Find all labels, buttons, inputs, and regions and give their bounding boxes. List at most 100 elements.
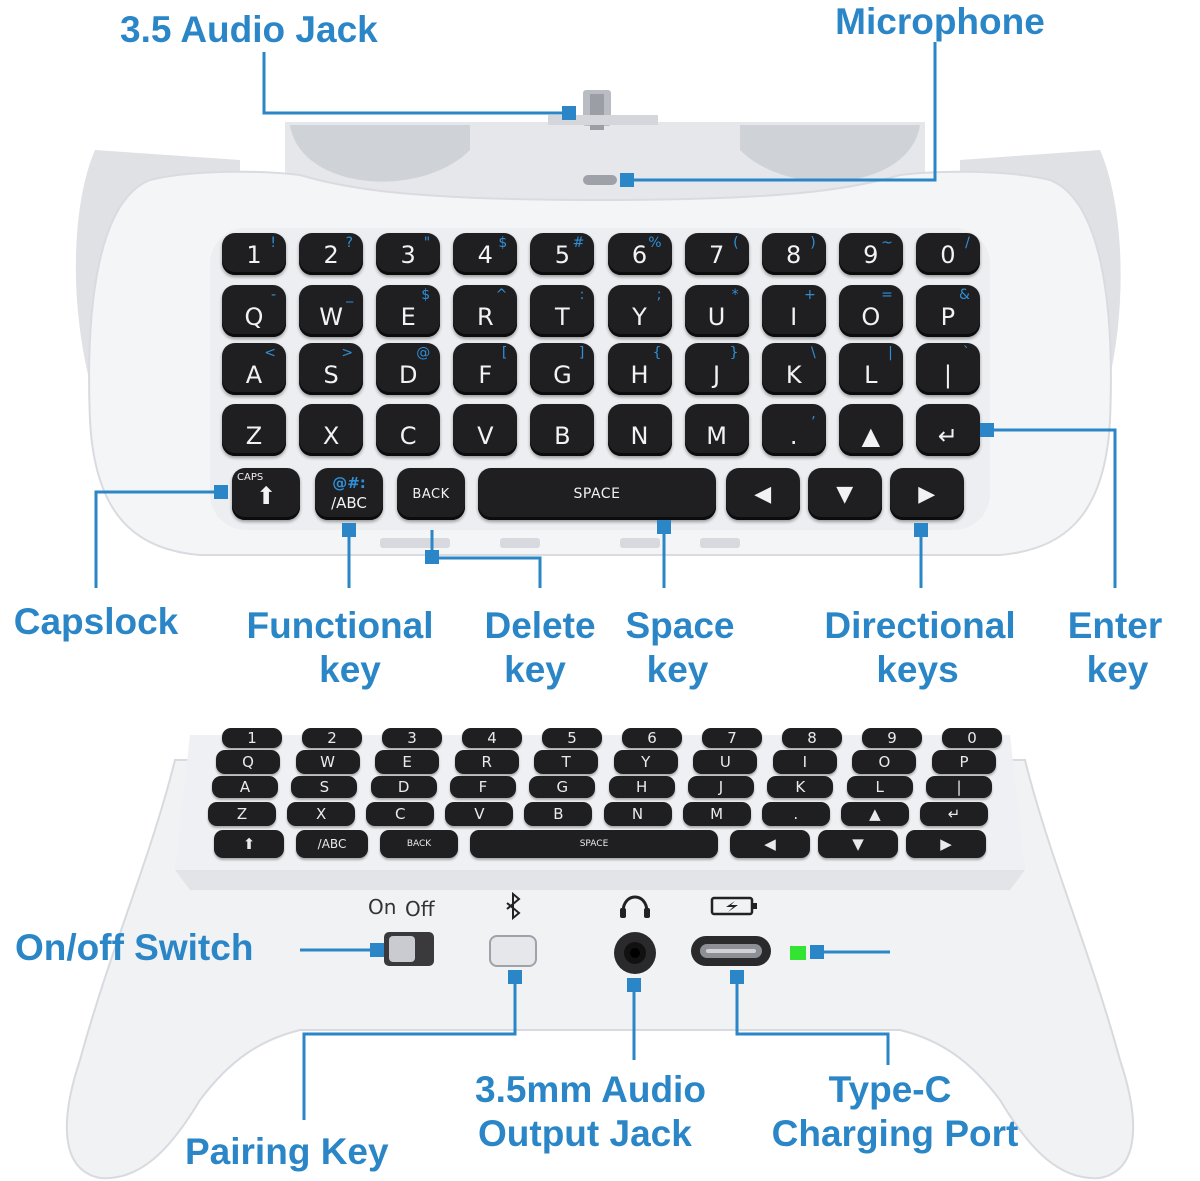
key-row_a-9[interactable]: |` bbox=[915, 343, 980, 395]
bottom-key-row_a-9[interactable]: | bbox=[926, 776, 992, 798]
key-row_a-6[interactable]: J} bbox=[684, 343, 749, 395]
bottom-key-row_numbers-6[interactable]: 7 bbox=[702, 728, 762, 748]
bottom-key-row_z-1[interactable]: X bbox=[287, 802, 356, 826]
key-row_a-4[interactable]: G] bbox=[530, 343, 595, 395]
left-arrow-key[interactable]: ◀ bbox=[726, 468, 800, 520]
key-row_q-1[interactable]: W_ bbox=[299, 285, 364, 337]
caps-key[interactable]: CAPS ⬆ bbox=[232, 468, 300, 520]
bottom-right-arrow-key[interactable]: ▶ bbox=[906, 830, 986, 858]
bottom-key-row_numbers-9[interactable]: 0 bbox=[942, 728, 1002, 748]
bottom-key-row_numbers-3[interactable]: 4 bbox=[462, 728, 522, 748]
bottom-key-row_numbers-7[interactable]: 8 bbox=[782, 728, 842, 748]
bottom-key-row_numbers-1[interactable]: 2 bbox=[302, 728, 362, 748]
key-row_z-9[interactable]: ↵ bbox=[915, 404, 980, 456]
bottom-key-row_q-9[interactable]: P bbox=[932, 750, 996, 774]
key-row_q-2[interactable]: E$ bbox=[376, 285, 441, 337]
key-row_numbers-9[interactable]: 0/ bbox=[915, 233, 980, 275]
bottom-key-row_a-7[interactable]: K bbox=[767, 776, 834, 798]
bottom-key-row_z-3[interactable]: V bbox=[445, 802, 514, 826]
key-row_a-5[interactable]: H{ bbox=[607, 343, 672, 395]
key-row_numbers-6[interactable]: 7( bbox=[684, 233, 749, 275]
key-row_numbers-3[interactable]: 4$ bbox=[453, 233, 518, 275]
bottom-key-row_numbers-4[interactable]: 5 bbox=[542, 728, 602, 748]
key-row_numbers-0[interactable]: 1! bbox=[222, 233, 286, 275]
bluetooth-icon bbox=[506, 891, 521, 921]
key-row_z-0[interactable]: Z bbox=[222, 404, 286, 456]
key-row_q-0[interactable]: Q- bbox=[222, 285, 286, 337]
label-audio-output-2: Output Jack bbox=[478, 1113, 692, 1154]
right-arrow-icon: ▶ bbox=[918, 481, 936, 507]
key-row_a-1[interactable]: S> bbox=[299, 343, 364, 395]
key-row_z-8[interactable]: ▲ bbox=[838, 404, 903, 456]
key-row_z-5[interactable]: N bbox=[607, 404, 672, 456]
bottom-key-label: P bbox=[959, 753, 969, 771]
bottom-key-row_a-4[interactable]: G bbox=[529, 776, 596, 798]
bottom-down-arrow-key[interactable]: ▼ bbox=[818, 830, 898, 858]
key-row_q-7[interactable]: I+ bbox=[761, 285, 826, 337]
bottom-back-key[interactable]: BACK bbox=[380, 830, 458, 858]
bottom-key-row_a-0[interactable]: A bbox=[212, 776, 278, 798]
key-row_q-8[interactable]: O= bbox=[838, 285, 903, 337]
space-key[interactable]: SPACE bbox=[478, 468, 716, 520]
bottom-caps-key[interactable]: ⬆ bbox=[214, 830, 284, 858]
bottom-key-row_a-6[interactable]: J bbox=[688, 776, 754, 798]
bottom-space-key[interactable]: SPACE bbox=[470, 830, 718, 858]
bottom-key-row_q-8[interactable]: O bbox=[852, 750, 917, 774]
key-row_a-3[interactable]: F[ bbox=[453, 343, 518, 395]
key-row_q-4[interactable]: T: bbox=[530, 285, 595, 337]
bottom-key-row_q-3[interactable]: R bbox=[454, 750, 519, 774]
bottom-key-row_a-8[interactable]: L bbox=[846, 776, 913, 798]
key-row_a-0[interactable]: A< bbox=[222, 343, 286, 395]
bottom-key-row_q-4[interactable]: T bbox=[534, 750, 599, 774]
bottom-key-row_z-9[interactable]: ↵ bbox=[920, 802, 988, 826]
bottom-key-row_q-2[interactable]: E bbox=[375, 750, 440, 774]
key-row_numbers-8[interactable]: 9~ bbox=[838, 233, 903, 275]
key-row_numbers-5[interactable]: 6% bbox=[607, 233, 672, 275]
key-row_q-5[interactable]: Y; bbox=[607, 285, 672, 337]
bottom-key-label: Q bbox=[242, 753, 254, 771]
bottom-key-row_q-6[interactable]: U bbox=[693, 750, 758, 774]
key-row_a-8[interactable]: L| bbox=[838, 343, 903, 395]
bottom-key-row_z-0[interactable]: Z bbox=[208, 802, 276, 826]
bottom-key-row_z-5[interactable]: N bbox=[603, 802, 672, 826]
right-arrow-key[interactable]: ▶ bbox=[890, 468, 964, 520]
bottom-key-row_numbers-8[interactable]: 9 bbox=[862, 728, 922, 748]
key-row_z-7[interactable]: ., bbox=[761, 404, 826, 456]
key-row_q-3[interactable]: R^ bbox=[453, 285, 518, 337]
key-row_numbers-2[interactable]: 3" bbox=[376, 233, 441, 275]
bottom-key-row_q-1[interactable]: W bbox=[295, 750, 360, 774]
bottom-key-row_z-2[interactable]: C bbox=[366, 802, 435, 826]
key-row_numbers-4[interactable]: 5# bbox=[530, 233, 595, 275]
function-key[interactable]: @#: /ABC bbox=[315, 468, 383, 520]
bottom-key-row_z-7[interactable]: . bbox=[761, 802, 830, 826]
key-row_q-9[interactable]: P& bbox=[915, 285, 980, 337]
back-key[interactable]: BACK bbox=[397, 468, 465, 520]
key-row_z-2[interactable]: C bbox=[376, 404, 441, 456]
bottom-function-key[interactable]: /ABC bbox=[296, 830, 368, 858]
bottom-key-row_a-5[interactable]: H bbox=[608, 776, 675, 798]
caps-label: CAPS bbox=[237, 472, 264, 483]
key-row_z-1[interactable]: X bbox=[299, 404, 364, 456]
down-arrow-key[interactable]: ▼ bbox=[808, 468, 882, 520]
bottom-left-arrow-key[interactable]: ◀ bbox=[730, 830, 810, 858]
bottom-key-row_a-1[interactable]: S bbox=[291, 776, 358, 798]
key-row_a-7[interactable]: K\ bbox=[761, 343, 826, 395]
bottom-key-row_q-5[interactable]: Y bbox=[613, 750, 678, 774]
key-row_z-6[interactable]: M bbox=[684, 404, 749, 456]
key-row_numbers-1[interactable]: 2? bbox=[299, 233, 364, 275]
bottom-key-row_q-0[interactable]: Q bbox=[216, 750, 280, 774]
bottom-key-row_a-2[interactable]: D bbox=[370, 776, 437, 798]
bottom-key-row_q-7[interactable]: I bbox=[772, 750, 837, 774]
key-row_z-4[interactable]: B bbox=[530, 404, 595, 456]
key-row_q-6[interactable]: U* bbox=[684, 285, 749, 337]
bottom-key-row_z-4[interactable]: B bbox=[524, 802, 593, 826]
key-row_a-2[interactable]: D@ bbox=[376, 343, 441, 395]
bottom-key-row_numbers-2[interactable]: 3 bbox=[382, 728, 442, 748]
bottom-key-row_numbers-0[interactable]: 1 bbox=[222, 728, 282, 748]
key-row_numbers-7[interactable]: 8) bbox=[761, 233, 826, 275]
bottom-key-row_z-6[interactable]: M bbox=[682, 802, 751, 826]
bottom-key-row_numbers-5[interactable]: 6 bbox=[622, 728, 682, 748]
bottom-key-row_z-8[interactable]: ▲ bbox=[840, 802, 909, 826]
bottom-key-row_a-3[interactable]: F bbox=[450, 776, 516, 798]
key-row_z-3[interactable]: V bbox=[453, 404, 518, 456]
